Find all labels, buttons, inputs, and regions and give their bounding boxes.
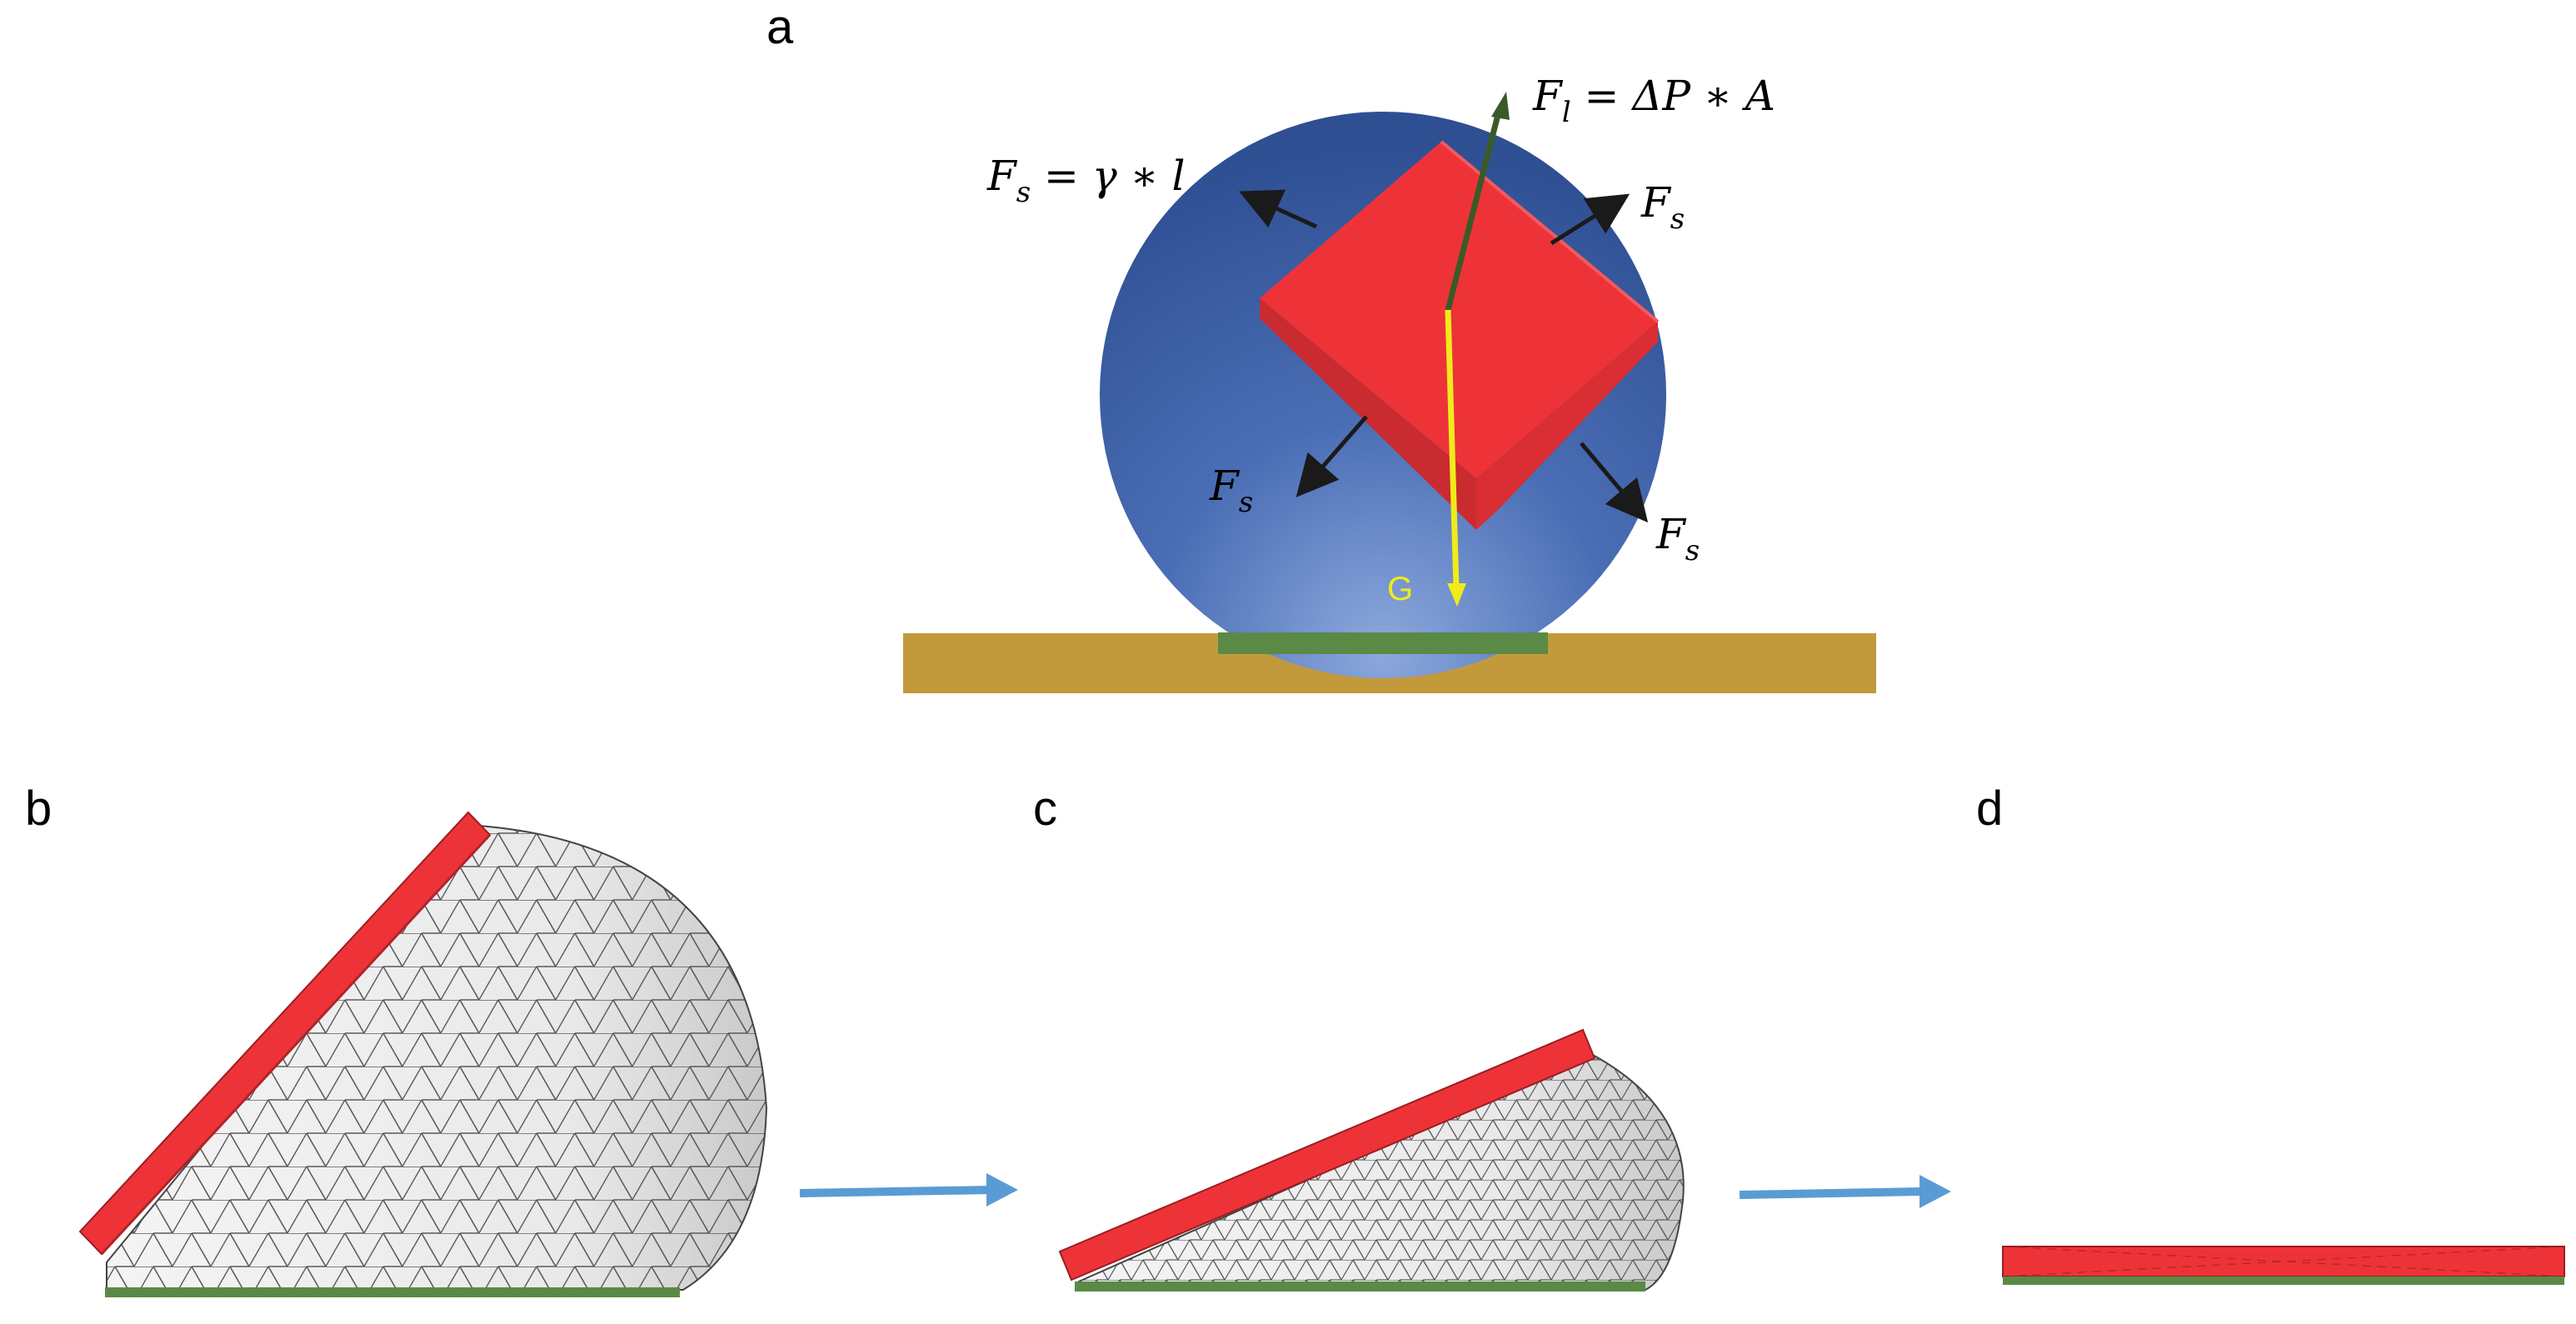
chip: [1260, 140, 1660, 530]
fl-symbol: F: [1532, 72, 1564, 120]
chip-c: [1058, 1028, 1596, 1282]
lift-force-arrow: [1445, 92, 1510, 311]
fs-label-upper-right: Fs: [1640, 178, 1685, 236]
panel-d-label: d: [1976, 782, 2003, 836]
process-arrow-1: [799, 1173, 1018, 1207]
fs-symbol: F: [986, 152, 1018, 200]
surface-tension-label: Fs = γ ∗ l: [986, 152, 1185, 209]
chip-d: [2002, 1246, 2565, 1277]
surface-tension-arrows: [1239, 189, 1649, 523]
fs-arrow-upper-right: [1550, 193, 1630, 246]
bonding-pad: [1218, 632, 1548, 654]
panel-b-label: b: [25, 782, 52, 836]
fs-equation: = γ ∗ l: [1031, 152, 1185, 200]
chip-b: [78, 811, 492, 1256]
gravity-arrow: [1445, 309, 1466, 607]
panel-a-label: a: [766, 0, 794, 54]
mesh-droplet-c: [1078, 1052, 1685, 1291]
pad-d: [2003, 1277, 2564, 1285]
pad-c: [1075, 1282, 1645, 1292]
pad-b: [105, 1287, 680, 1297]
fs-arrow-upper-left: [1239, 189, 1318, 229]
fl-subscript: l: [1562, 96, 1571, 129]
fs-arrow-lower-left: [1295, 415, 1368, 497]
fl-equation: = ΔP ∗ A: [1571, 72, 1775, 120]
fs-subscript: s: [1016, 176, 1031, 209]
lift-force-label: Fl = ΔP ∗ A: [1532, 72, 1775, 129]
gravity-label: G: [1387, 571, 1413, 607]
panel-c-label: c: [1033, 782, 1057, 836]
fs-label-lower-left: Fs: [1209, 462, 1253, 519]
fs-arrow-lower-right: [1580, 442, 1649, 523]
process-arrow-2: [1739, 1175, 1951, 1208]
fs-label-lower-right: Fs: [1655, 510, 1700, 567]
